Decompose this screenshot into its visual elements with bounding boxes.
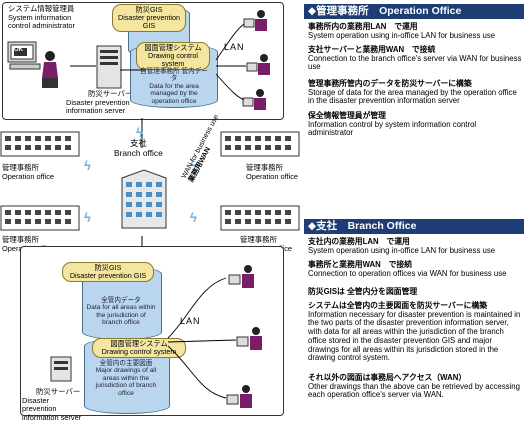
operation-office-building-3: [0, 205, 80, 231]
area-data-label-en: Data for the area managed by the operati…: [149, 82, 199, 105]
all-data-label-jp: 全管内データ: [101, 297, 141, 304]
ok-badge: OK: [14, 47, 23, 53]
gis-label-bottom-jp: 防災GIS: [94, 263, 122, 272]
branch-office-label-en: Branch office: [114, 148, 163, 158]
all-data-label-en: Data for all areas within the jurisdicti…: [86, 304, 156, 327]
drawing-label-bottom: 図面管理システム Drawing control system: [92, 338, 186, 358]
major-drawings-label: 全管内の主要図面 Major drawings of all areas wit…: [88, 360, 164, 397]
branch-item-3: 防災GISは 全管内分を図面管理: [308, 287, 522, 297]
op-item-1-en: System operation using in-office LAN for…: [308, 30, 496, 40]
branch-item-5-en: Other drawings than the above can be ret…: [308, 381, 520, 400]
server-label-bottom-jp: 防災サーバー: [36, 387, 81, 396]
sysadmin-label: システム情報管理員 System information control adm…: [8, 4, 88, 31]
branch-office-building: [121, 169, 167, 229]
lan-label-top: LAN: [224, 42, 245, 52]
branch-item-1: 支社内の業務用LAN で運用 System operation using in…: [308, 237, 522, 255]
op-item-3-jp: 管理事務所管内のデータを防災サーバーに構築: [308, 79, 472, 88]
operation-office-label-1-en: Operation office: [2, 171, 55, 181]
server-label-top: 防災サーバー Disaster prevention information s…: [66, 89, 162, 116]
server-label-bottom: 防災サーバー Disaster prevention information s…: [22, 387, 84, 422]
op-item-4: 保全情報管理員が管理 Information control by system…: [308, 111, 522, 138]
wan-link-icon-2: ϟ: [190, 158, 197, 173]
op-item-2-jp: 支社サーバーと業務用WAN で接続: [308, 45, 436, 54]
user-workstation-icon-5: [236, 327, 262, 350]
drawing-label-top-jp: 図面管理システム: [144, 43, 202, 52]
admin-workstation-icon: [7, 41, 58, 88]
drawing-label-bottom-jp: 図面管理システム: [110, 339, 168, 348]
branch-item-4-jp: システムは全管内の主要図面を防災サーバーに構築: [308, 301, 488, 310]
user-workstation-icon-2: [246, 54, 270, 75]
user-workstation-icon-4: [228, 265, 254, 288]
branch-item-1-jp: 支社内の業務用LAN で運用: [308, 237, 410, 246]
wan-link-icon-1: ϟ: [84, 158, 91, 173]
drawing-label-top: 図面管理システム Drawing control system: [136, 42, 210, 70]
operation-office-building-2: [220, 131, 300, 157]
gis-label-bottom-en: Disaster prevention GIS: [69, 271, 147, 280]
op-item-4-jp: 保全情報管理員が管理: [308, 111, 386, 120]
operation-office-label-2: 管理事務所 Operation office: [246, 163, 299, 181]
branch-item-2: 事務所と業務用WAN で接続 Connection to operation o…: [308, 260, 522, 278]
lan-connection-lines-bottom: [167, 277, 237, 399]
branch-item-5-jp: それ以外の図面は事務局へアクセス（WAN）: [308, 373, 467, 382]
user-workstation-icon-3: [242, 89, 266, 110]
drawing-label-top-en: Drawing control system: [148, 51, 198, 68]
drawing-label-bottom-en: Drawing control system: [101, 347, 177, 356]
branch-item-1-en: System operation using in-office LAN for…: [308, 245, 496, 255]
operation-office-building-4: [220, 205, 300, 231]
op-item-4-en: Information control by system informatio…: [308, 119, 477, 138]
gis-label-top: 防災GIS Disaster prevention GIS: [112, 4, 186, 32]
branch-item-2-en: Connection to operation offices via WAN …: [308, 268, 507, 278]
op-item-3-en: Storage of data for the area managed by …: [308, 87, 517, 106]
op-item-3: 管理事務所管内のデータを防災サーバーに構築 Storage of data fo…: [308, 79, 522, 106]
gis-label-bottom: 防災GIS Disaster prevention GIS: [62, 262, 154, 282]
sysadmin-label-jp: システム情報管理員: [8, 4, 75, 13]
operation-office-label-3-jp: 管理事務所: [2, 235, 39, 244]
gis-label-top-en: Disaster prevention GIS: [118, 13, 180, 30]
op-item-2-en: Connection to the branch office's server…: [308, 53, 522, 72]
operation-office-label-2-en: Operation office: [246, 171, 299, 181]
lan-connection-lines-top: [70, 23, 246, 101]
operation-office-label-2-jp: 管理事務所: [246, 163, 283, 172]
branch-item-4-en: Information necessary for disaster preve…: [308, 309, 521, 363]
server-label-top-jp: 防災サーバー: [88, 89, 133, 98]
gis-label-top-jp: 防災GIS: [135, 5, 163, 14]
branch-item-4: システムは全管内の主要図面を防災サーバーに構築 Information nece…: [308, 301, 522, 363]
operation-office-label-4-jp: 管理事務所: [240, 235, 277, 244]
server-tower-icon: [96, 45, 122, 89]
operation-office-label-1-jp: 管理事務所: [2, 163, 39, 172]
server-label-bottom-en: Disaster prevention information server: [22, 395, 82, 422]
server-tower-icon-bottom: [50, 356, 72, 382]
all-data-label: 全管内データ Data for all areas within the jur…: [86, 297, 156, 327]
user-workstation-icon-1: [243, 10, 267, 31]
user-workstation-icon-6: [226, 385, 252, 408]
operation-office-label-1: 管理事務所 Operation office: [2, 163, 55, 181]
branch-office-header: ◆支社 Branch Office: [304, 219, 524, 234]
op-item-1: 事務所内の業務用LAN で運用 System operation using i…: [308, 22, 522, 40]
operation-office-header: ◆管理事務所 Operation Office: [304, 4, 524, 19]
branch-office-label: 支社 Branch office: [114, 138, 163, 158]
lan-label-bottom: LAN: [180, 316, 201, 326]
branch-item-2-jp: 事務所と業務用WAN で接続: [308, 260, 412, 269]
op-item-1-jp: 事務所内の業務用LAN で運用: [308, 22, 418, 31]
sysadmin-label-en: System information control administrator: [8, 12, 75, 31]
branch-office-label-jp: 支社: [129, 138, 147, 148]
branch-item-5: それ以外の図面は事務局へアクセス（WAN） Other drawings tha…: [308, 373, 522, 400]
major-drawings-label-en: Major drawings of all areas within the j…: [95, 367, 157, 397]
wan-link-icon-5: ϟ: [136, 125, 143, 140]
major-drawings-label-jp: 全管内の主要図面: [99, 360, 153, 367]
operation-office-building-1: [0, 131, 80, 157]
branch-item-3-jp: 防災GISは 全管内分を図面管理: [308, 287, 418, 296]
server-label-top-en: Disaster prevention information server: [66, 97, 130, 116]
area-data-label-jp: 自管理事務所 管内データ: [140, 68, 208, 83]
op-item-2: 支社サーバーと業務用WAN で接続 Connection to the bran…: [308, 45, 522, 72]
area-data-label: 自管理事務所 管内データ Data for the area managed b…: [140, 68, 208, 105]
wan-link-icon-3: ϟ: [84, 210, 91, 225]
wan-link-icon-4: ϟ: [190, 210, 197, 225]
